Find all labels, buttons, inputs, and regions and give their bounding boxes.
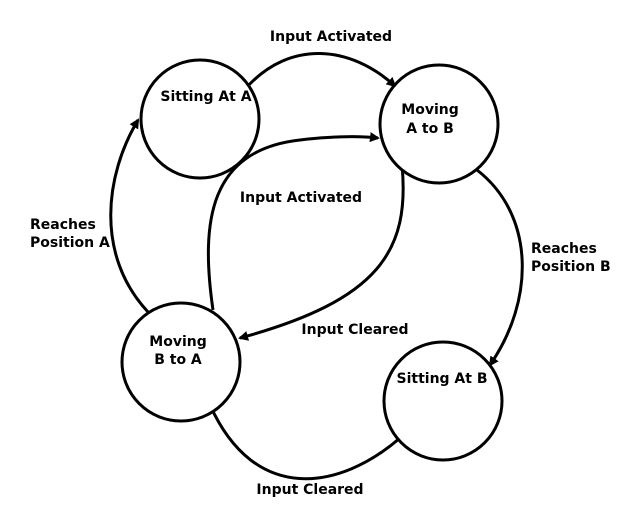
label-reaches-position-b-line2: Position B bbox=[531, 259, 611, 275]
edge-sitting-b-to-moving-ba bbox=[208, 403, 401, 481]
edge-moving-ba-to-sitting-a bbox=[109, 118, 150, 314]
state-moving-a-to-b: Moving A to B bbox=[378, 63, 500, 185]
state-sitting-at-b: Sitting At B bbox=[382, 340, 504, 462]
edge-moving-ba-to-moving-ab bbox=[206, 132, 380, 311]
label-reaches-position-b-line1: Reaches bbox=[531, 241, 597, 257]
state-sitting-at-b-label: Sitting At B bbox=[397, 371, 488, 387]
state-moving-a-to-b-label-line2: A to B bbox=[406, 121, 454, 137]
edge-moving-ab-to-sitting-b bbox=[476, 168, 524, 367]
state-moving-b-to-a-label-line2: B to A bbox=[154, 352, 202, 368]
state-moving-b-to-a: Moving B to A bbox=[120, 301, 242, 423]
label-input-cleared-middle: Input Cleared bbox=[301, 322, 408, 338]
label-input-activated-top: Input Activated bbox=[270, 29, 392, 45]
label-reaches-position-a-line2: Position A bbox=[30, 235, 110, 251]
label-input-cleared-bottom: Input Cleared bbox=[256, 482, 363, 498]
edge-moving-ab-to-moving-ba bbox=[238, 164, 405, 341]
edge-sitting-a-to-moving-ab bbox=[245, 52, 397, 89]
state-moving-a-to-b-label-line1: Moving bbox=[401, 102, 458, 118]
state-sitting-at-a: Sitting At A bbox=[139, 58, 261, 180]
state-sitting-at-a-label: Sitting At A bbox=[160, 89, 251, 105]
label-reaches-position-a-line1: Reaches bbox=[30, 217, 96, 233]
state-moving-b-to-a-label-line1: Moving bbox=[149, 334, 206, 350]
label-input-activated-middle: Input Activated bbox=[240, 190, 362, 206]
